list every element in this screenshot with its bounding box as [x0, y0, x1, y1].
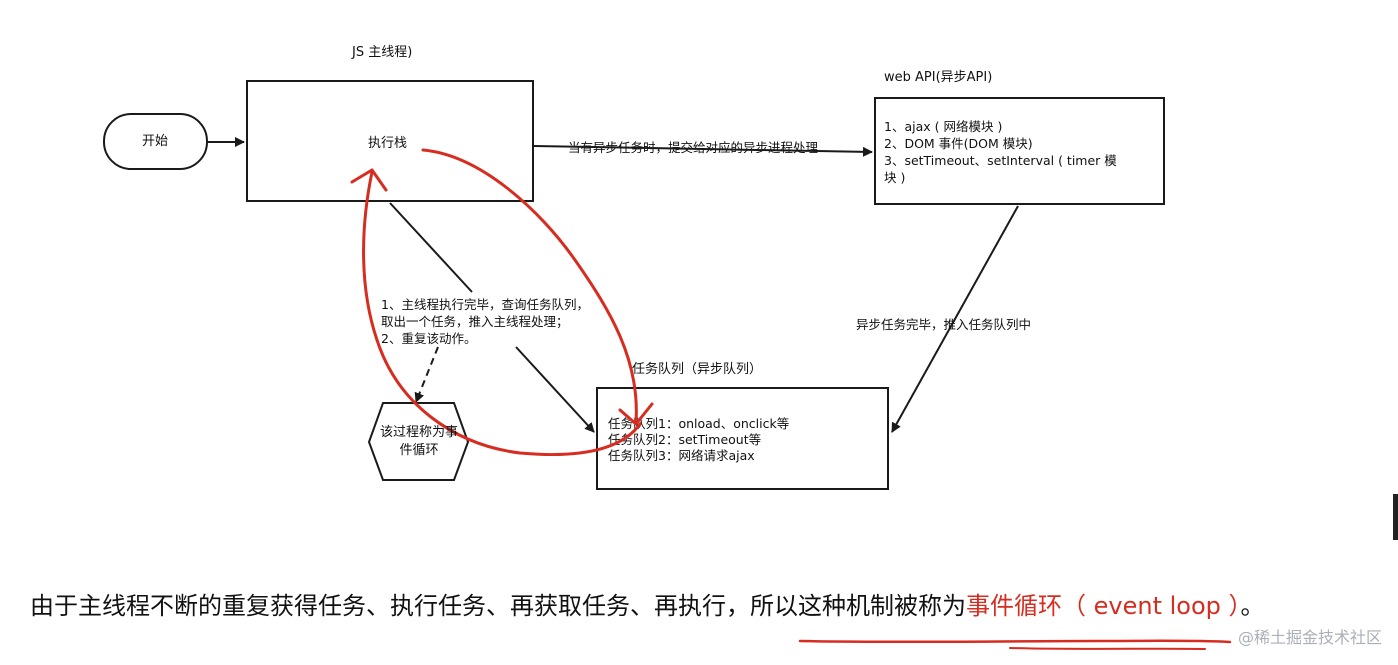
red-loop-down [421, 148, 638, 424]
task-queue-line-2: 任务队列2：setTimeout等 [608, 432, 762, 447]
web-api-box [874, 97, 1165, 205]
web-api-line-1: 1、ajax ( 网络模块 ) [884, 119, 1003, 134]
arrow-main-to-webapi [533, 145, 873, 157]
step-line-1: 1、主线程执行完毕，查询任务队列， [381, 297, 589, 312]
event-loop-node [367, 402, 470, 481]
step-line-2: 取出一个任务，推入主线程处理； [381, 314, 569, 329]
web-api-line-4: 块 ) [884, 170, 906, 185]
arrow-to-event-loop [414, 346, 439, 403]
arrow-main-to-queue-a [389, 202, 473, 293]
red-underline-2 [1009, 647, 1206, 650]
js-main-thread-title: JS 主线程) [352, 45, 413, 60]
web-api-title: web API(异步API) [884, 70, 993, 85]
caption-end: 。 [1240, 592, 1265, 620]
red-loop-up-arrowhead [350, 168, 388, 192]
start-node-label: 开始 [142, 134, 169, 149]
caption: 由于主线程不断的重复获得任务、执行任务、再获取任务、再执行，所以这种机制被称为事… [30, 588, 1265, 624]
event-loop-label-line-1: 该过程称为事 [379, 425, 458, 440]
step-line-3: 2、重复该动作。 [381, 331, 477, 346]
red-loop-down-arrowhead [618, 402, 654, 426]
async-done-label: 异步任务完毕，推入任务队列中 [856, 317, 1032, 332]
watermark: @稀土掘金技术社区 [1237, 628, 1382, 647]
submit-async-label: 当有异步任务时，提交给对应的异步进程处理 [568, 140, 819, 155]
event-loop-node-label: 该过程称为事 件循环 [372, 424, 466, 460]
scrollbar-thumb [1393, 494, 1398, 540]
red-underline-1 [798, 639, 1232, 644]
caption-highlight: 事件循环（ event loop ） [966, 592, 1241, 620]
task-queue-title: 任务队列（异步队列） [632, 362, 763, 377]
js-main-thread-box [246, 80, 534, 202]
web-api-line-2: 2、DOM 事件(DOM 模块) [884, 136, 1033, 151]
arrow-main-to-queue-b [515, 346, 595, 433]
exec-stack-label: 执行栈 [368, 136, 408, 151]
caption-main: 由于主线程不断的重复获得任务、执行任务、再获取任务、再执行，所以这种机制被称为 [30, 592, 966, 620]
task-queue-box [596, 387, 889, 490]
event-loop-label-line-2: 件循环 [399, 443, 439, 458]
red-loop-up [362, 170, 642, 457]
task-queue-line-3: 任务队列3：网络请求ajax [608, 448, 755, 463]
task-queue-line-1: 任务队列1：onload、onclick等 [608, 416, 790, 431]
web-api-line-3: 3、setTimeout、setInterval ( timer 模 [884, 153, 1117, 168]
arrow-webapi-to-queue [891, 205, 1019, 433]
